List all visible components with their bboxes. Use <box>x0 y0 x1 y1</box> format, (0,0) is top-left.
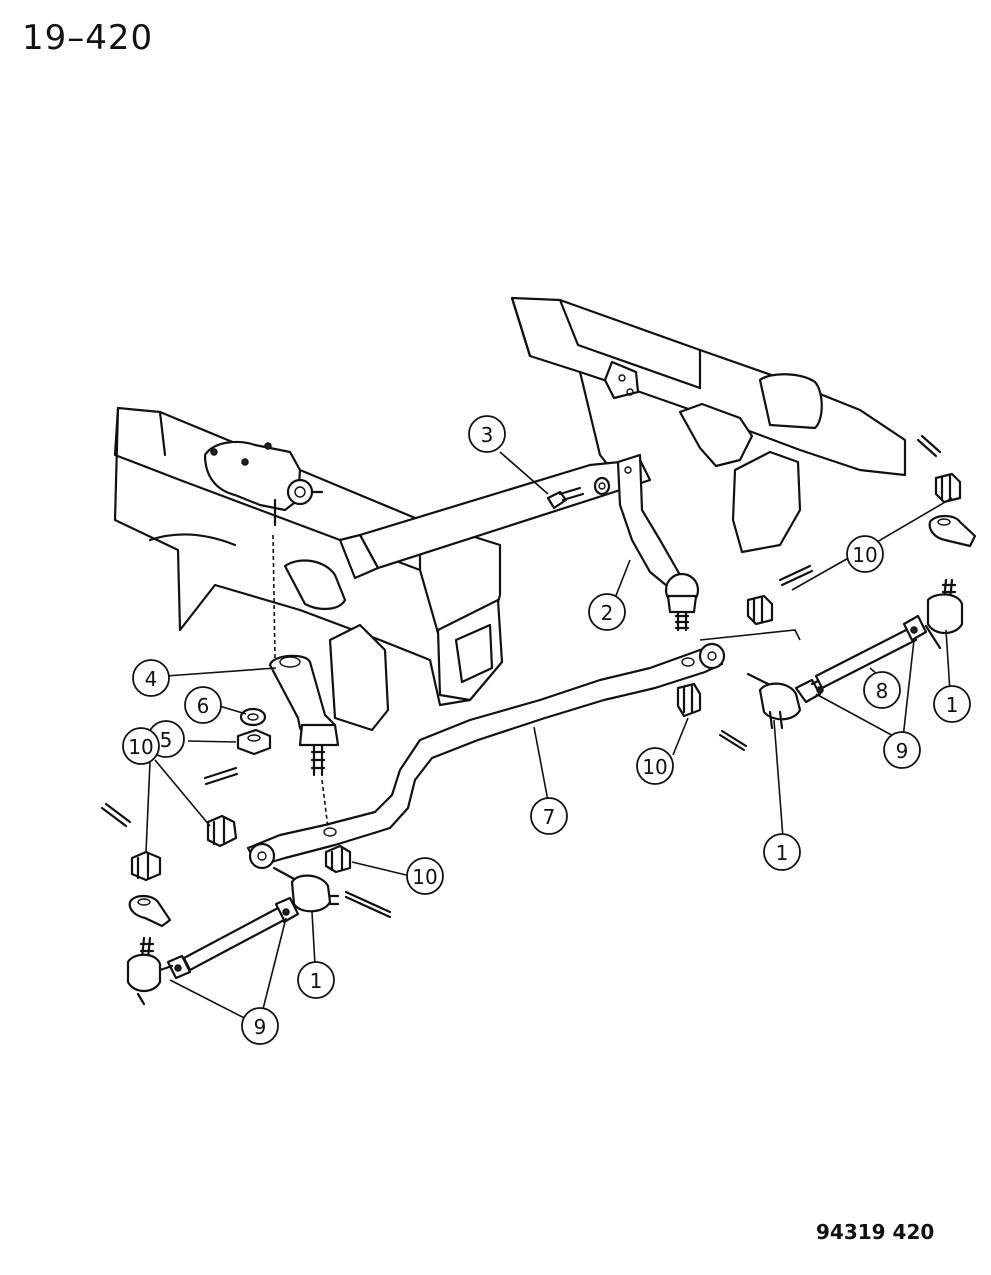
svg-text:10: 10 <box>128 735 153 759</box>
svg-text:2: 2 <box>601 601 614 625</box>
callout-10: 10 <box>636 747 674 785</box>
callout-4: 4 <box>132 659 170 697</box>
bolt <box>546 486 585 510</box>
castle-nut-left-outer <box>130 850 162 882</box>
center-link <box>246 642 726 870</box>
callout-6: 6 <box>184 686 222 724</box>
lock-washer <box>239 707 267 727</box>
callout-1: 1 <box>933 685 971 723</box>
outer-tie-rod-end-right <box>924 578 964 650</box>
cotter-pin-left-center <box>203 766 239 786</box>
svg-text:1: 1 <box>310 969 323 993</box>
figure-id: 94319 420 <box>816 1220 935 1244</box>
svg-text:3: 3 <box>481 423 494 447</box>
inner-tie-rod-end-left <box>272 866 340 913</box>
svg-text:9: 9 <box>896 739 909 763</box>
steering-gear <box>203 440 324 527</box>
svg-text:1: 1 <box>946 693 959 717</box>
svg-text:9: 9 <box>254 1015 267 1039</box>
castle-nut-left-lower <box>324 844 352 874</box>
washer <box>593 476 611 496</box>
cotter-pin-right-middle <box>778 564 814 587</box>
tie-rod-tube-right <box>814 626 918 690</box>
left-frame-rail <box>113 406 504 732</box>
svg-text:1: 1 <box>776 841 789 865</box>
svg-text:10: 10 <box>852 543 877 567</box>
callout-10: 10 <box>846 535 884 573</box>
idler-arm <box>616 453 700 632</box>
castle-nut-left-center <box>206 814 238 848</box>
inner-tie-rod-end-right <box>746 672 802 730</box>
tie-rod-end-seal-left <box>128 894 172 928</box>
cotter-pin-left-lower <box>344 890 392 919</box>
svg-text:10: 10 <box>412 865 437 889</box>
cotter-pin-right-upper <box>916 434 942 458</box>
callout-2: 2 <box>588 593 626 631</box>
cotter-pin-right-idler <box>718 729 748 752</box>
svg-text:7: 7 <box>543 805 556 829</box>
svg-text:6: 6 <box>197 694 210 718</box>
callout-8: 8 <box>863 671 901 709</box>
callout-3: 3 <box>468 415 506 453</box>
callout-1: 1 <box>763 833 801 871</box>
adjusting-sleeve-left-outer <box>158 954 192 980</box>
tie-rod-end-seal-right <box>928 514 977 548</box>
pitman-nut <box>236 728 272 756</box>
castle-nut-right-middle <box>746 594 774 626</box>
callout-7: 7 <box>530 797 568 835</box>
pitman-arm <box>268 654 340 777</box>
svg-text:4: 4 <box>145 667 158 691</box>
callout-9: 9 <box>883 731 921 769</box>
adjusting-sleeve-right-outer <box>902 614 928 642</box>
castle-nut-right-idler <box>676 682 702 718</box>
svg-text:10: 10 <box>642 755 667 779</box>
svg-text:8: 8 <box>876 679 889 703</box>
castle-nut-right-upper <box>934 472 962 504</box>
outer-tie-rod-end-left <box>126 936 162 1006</box>
callout-10: 10 <box>122 727 160 765</box>
svg-text:5: 5 <box>160 728 173 752</box>
cotter-pin-left-outer <box>100 802 132 828</box>
front-crossmember <box>338 458 652 580</box>
tie-rod-tube-left <box>182 906 286 972</box>
callout-1: 1 <box>297 961 335 999</box>
rear-frame-rail <box>510 296 907 554</box>
callout-9: 9 <box>241 1007 279 1045</box>
page-number: 19–420 <box>22 18 154 58</box>
callout-10: 10 <box>406 857 444 895</box>
